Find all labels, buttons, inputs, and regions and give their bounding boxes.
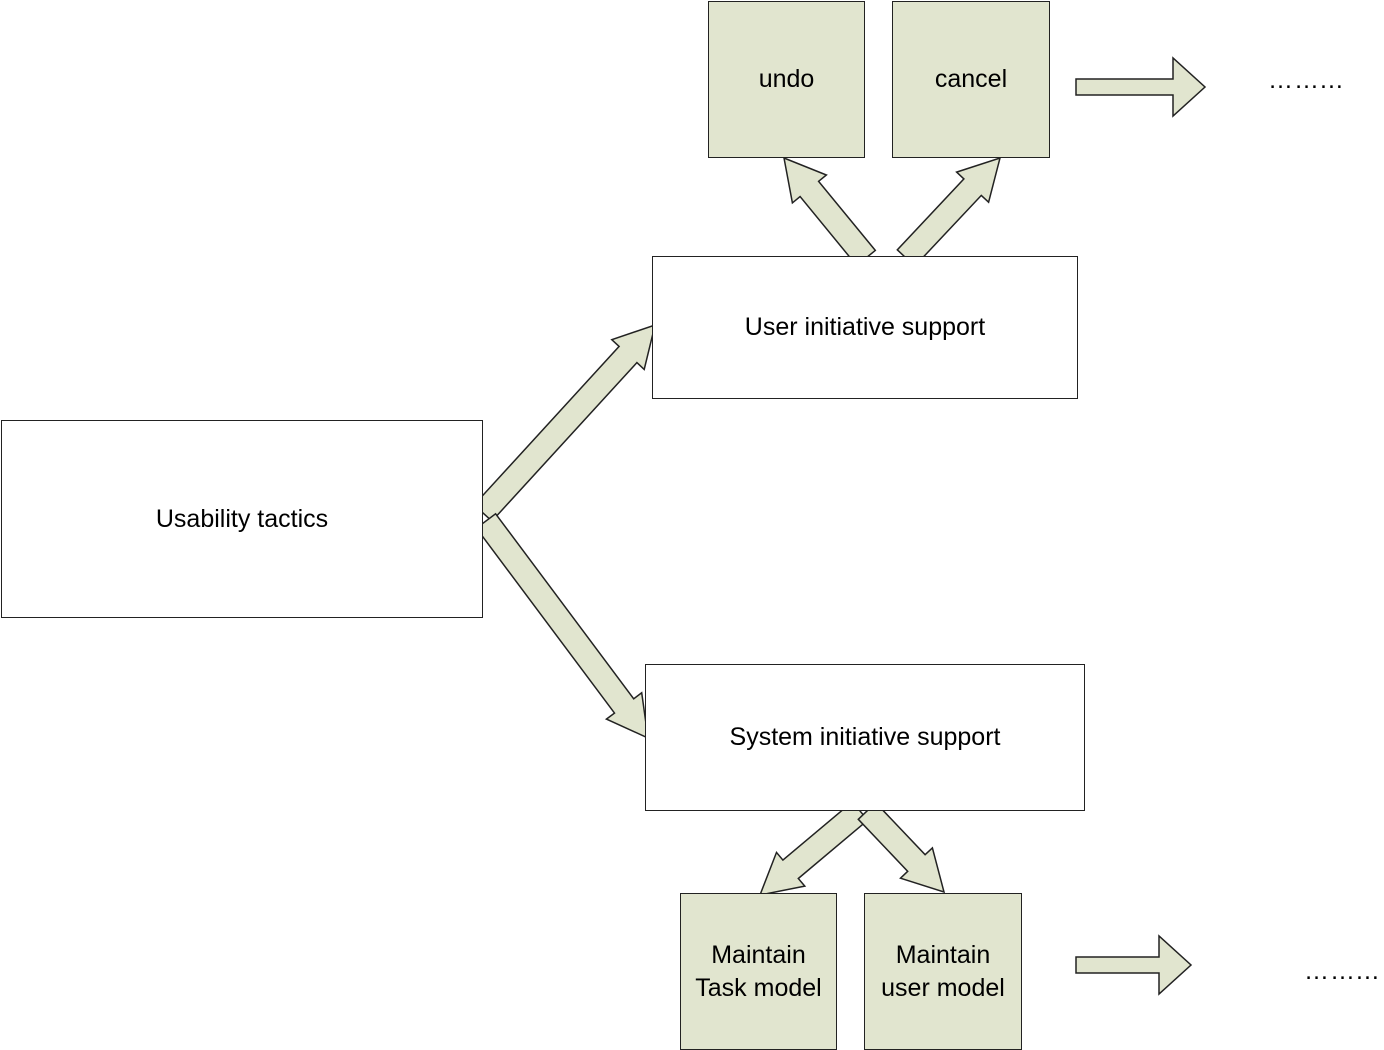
- more-system-tactics-ellipsis: ……...: [1304, 957, 1380, 985]
- arrow-cancel-continuation: [1075, 56, 1207, 118]
- more-user-tactics-ellipsis: ……...: [1268, 66, 1344, 94]
- arrow-user-initiative-to-undo: [783, 156, 877, 267]
- arrow-user-model-continuation: [1075, 934, 1193, 996]
- cancel-label: cancel: [934, 65, 1008, 93]
- undo-label: undo: [758, 65, 815, 93]
- user-initiative-support-label: User initiative support: [744, 313, 986, 341]
- maintain-user-model-box: Maintain user model: [864, 893, 1022, 1050]
- arrow-usability-to-user-initiative: [473, 323, 657, 523]
- arrow-usability-to-system-initiative: [475, 512, 649, 740]
- usability-tactics-box: Usability tactics: [1, 420, 483, 618]
- usability-tactics-label: Usability tactics: [155, 504, 329, 533]
- user-initiative-support-box: User initiative support: [652, 256, 1078, 399]
- cancel-box: cancel: [892, 1, 1050, 158]
- arrow-system-initiative-to-task-model: [758, 800, 869, 897]
- maintain-task-model-label: Maintain Task model: [695, 940, 822, 1002]
- maintain-task-model-box: Maintain Task model: [680, 893, 837, 1050]
- system-initiative-support-label: System initiative support: [729, 723, 1001, 751]
- arrow-user-initiative-to-cancel: [896, 156, 1002, 268]
- undo-box: undo: [708, 1, 865, 158]
- arrow-system-initiative-to-user-model: [857, 801, 946, 894]
- system-initiative-support-box: System initiative support: [645, 664, 1085, 811]
- maintain-user-model-label: Maintain user model: [881, 940, 1005, 1002]
